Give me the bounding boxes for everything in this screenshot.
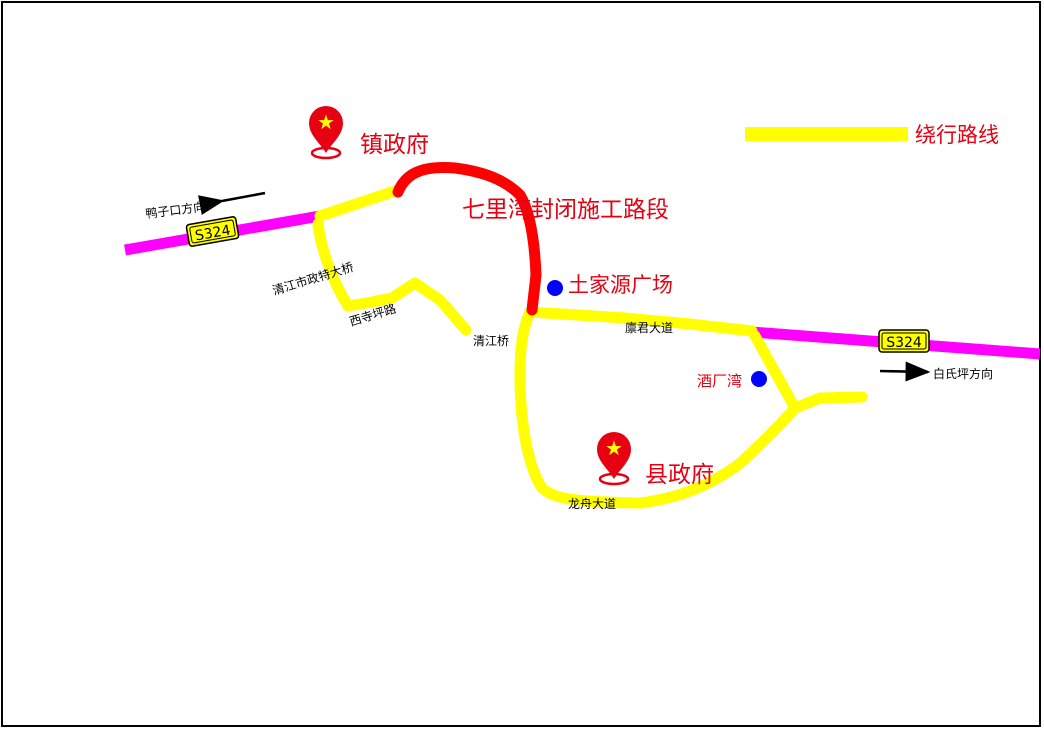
s324-shield-west-label: S324: [194, 222, 232, 244]
road-label-linjun: 廪君大道: [625, 321, 673, 335]
road-label-qingjiang-bridge: 清江桥: [473, 334, 509, 348]
detour-road-town-link: [314, 184, 404, 222]
town-gov-marker: ★: [309, 106, 343, 160]
s324-shield-west: S324: [185, 216, 240, 247]
detour-road-bridge-down: [514, 306, 801, 509]
west-direction-label: 鸭子口方向: [145, 199, 206, 221]
tujiayuan-label: 土家源广场: [568, 273, 673, 297]
detour-route-group: [312, 184, 868, 509]
map-pin-star-icon: [597, 432, 631, 479]
detour-road-jiuchang: [749, 330, 801, 414]
town-gov-label: 镇政府: [360, 132, 429, 158]
svg-text:★: ★: [317, 110, 335, 134]
arrow-left-icon: [198, 191, 266, 215]
detour-road-linjun: [524, 306, 758, 337]
closed-road-section: [392, 161, 542, 316]
map-pin-star-icon: [309, 106, 343, 153]
east-direction-label: 白氏坪方向: [933, 366, 993, 381]
jiuchangwan-label: 酒厂湾: [697, 372, 742, 390]
s324-shield-east-label: S324: [886, 335, 922, 351]
county-gov-label: 县政府: [645, 462, 714, 488]
arrow-right-icon: [879, 361, 931, 382]
detour-road-shizheng-bridge: [312, 218, 354, 312]
jiuchangwan-blue-dot-icon: [751, 371, 767, 387]
detour-road-east-branch: [789, 391, 868, 414]
closed-section-label: 七里湾封闭施工路段: [462, 197, 669, 223]
svg-text:★: ★: [605, 436, 623, 460]
s324-shield-east: S324: [878, 329, 930, 353]
road-label-longzhou: 龙舟大道: [568, 497, 616, 511]
legend-detour-label: 绕行路线: [915, 123, 999, 147]
tujiayuan-blue-dot-icon: [547, 280, 563, 296]
county-gov-marker: ★: [597, 432, 631, 486]
detour-road-xisiping: [342, 277, 472, 336]
